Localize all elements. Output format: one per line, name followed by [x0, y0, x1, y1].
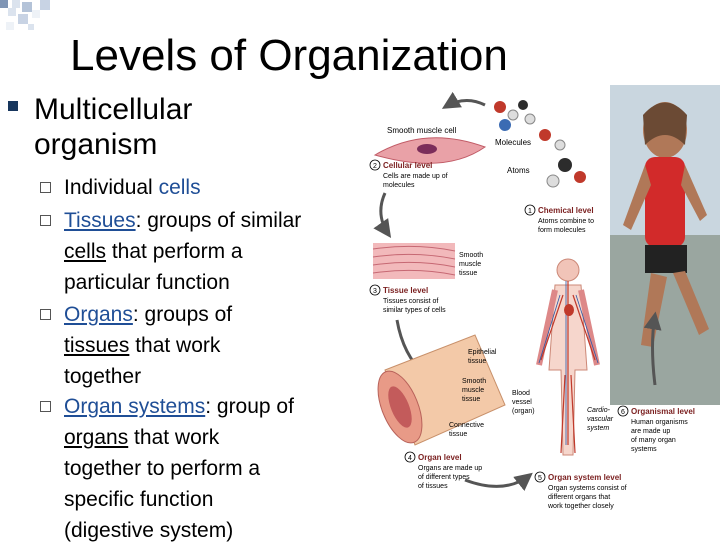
subbullet-cells: Individual cells: [40, 172, 340, 203]
tissue-level-title: Tissue level: [383, 286, 428, 295]
cardiovascular-system-image: [536, 258, 600, 456]
subbullet-text: : groups of similar: [135, 209, 302, 232]
subbullet-text: particular function: [64, 271, 230, 294]
hollow-square-bullet-icon: [40, 215, 51, 226]
subbullet-keyword: Organs: [64, 303, 133, 326]
tissue-level-number: 3: [373, 288, 377, 295]
subbullet-text: that work: [128, 426, 220, 449]
organ-system-level-desc: different organs that: [548, 494, 610, 501]
organismal-level-desc: of many organ: [631, 437, 676, 444]
smooth-muscle-tissue-label: Smooth: [459, 252, 483, 259]
subbullet-text: that work: [129, 334, 221, 357]
chemical-level-desc: form molecules: [538, 227, 586, 234]
corner-decoration: [0, 0, 50, 30]
chemical-level-title: Chemical level: [538, 206, 594, 215]
main-bullet-line1: Multicellular: [34, 93, 193, 126]
organ-level-desc: of tissues: [418, 483, 448, 490]
smooth-muscle-tissue-label: muscle: [459, 261, 481, 268]
cardiovascular-label: system: [587, 425, 609, 432]
organismal-level-desc: systems: [631, 446, 657, 453]
organ-system-level-desc: Organ systems consist of: [548, 485, 627, 492]
epithelial-tissue-label: tissue: [468, 358, 486, 365]
cellular-level-title: Cellular level: [383, 161, 432, 170]
organ-system-level-title: Organ system level: [548, 473, 621, 482]
blood-vessel-label: vessel: [512, 399, 532, 406]
molecules-label: Molecules: [495, 138, 531, 147]
molecules-image: [494, 100, 586, 188]
organ-level-desc: of different types: [418, 474, 470, 481]
cellular-level-number: 2: [373, 163, 377, 170]
blood-vessel-label: (organ): [512, 408, 535, 415]
cellular-level-desc: molecules: [383, 182, 415, 189]
tissue-level-desc: Tissues consist of: [383, 298, 438, 305]
smooth-muscle-tissue-label: Smooth: [462, 378, 486, 385]
subbullet-keyword: cells: [158, 176, 201, 199]
organ-level-number: 4: [408, 455, 412, 462]
main-bullet-line2: organism: [34, 128, 158, 161]
slide-title: Levels of Organization: [70, 31, 508, 80]
smooth-muscle-tissue-label: tissue: [462, 396, 480, 403]
tissue-level-desc: similar types of cells: [383, 307, 446, 314]
cardiovascular-label: Cardio-: [587, 407, 611, 414]
subbullet-organs: Organs: groups of tissues that work toge…: [40, 299, 340, 392]
chemical-level-desc: Atoms combine to: [538, 218, 594, 225]
organismal-level-number: 6: [621, 409, 625, 416]
subbullet-keyword: Organ systems: [64, 395, 206, 418]
subbullet-underlined: cells: [64, 240, 107, 263]
cellular-level-desc: Cells are made up of: [383, 173, 448, 180]
smooth-muscle-tissue-label: tissue: [459, 270, 477, 277]
organization-levels-figure: Smooth muscle cell Molecules Atoms 2 Cel…: [369, 85, 720, 510]
subbullet-text: : groups of: [132, 303, 233, 326]
atoms-label: Atoms: [507, 166, 530, 175]
square-bullet-icon: [8, 101, 18, 111]
organ-level-title: Organ level: [418, 453, 462, 462]
subbullet-text: together to perform a: [64, 457, 261, 480]
organ-level-desc: Organs are made up: [418, 465, 482, 472]
smooth-muscle-cell-image: [373, 137, 487, 164]
subbullet-tissues: Tissues: groups of similar cells that pe…: [40, 205, 340, 298]
subbullet-text: Individual: [64, 176, 159, 199]
connective-tissue-label: tissue: [449, 431, 467, 438]
hollow-square-bullet-icon: [40, 401, 51, 412]
blood-vessel-image: [377, 334, 506, 446]
subbullet-text: : group of: [205, 395, 294, 418]
smooth-muscle-tissue-label: muscle: [462, 387, 484, 394]
subbullet-underlined: tissues: [64, 334, 130, 357]
epithelial-tissue-label: Epithelial: [468, 349, 497, 356]
subbullet-text: together: [64, 365, 142, 388]
blood-vessel-label: Blood: [512, 390, 530, 397]
runner-photo: [610, 85, 720, 405]
organismal-level-title: Organismal level: [631, 407, 695, 416]
smooth-muscle-cell-label: Smooth muscle cell: [387, 126, 457, 135]
hollow-square-bullet-icon: [40, 182, 51, 193]
subbullet-text: specific function: [64, 488, 214, 511]
connective-tissue-label: Connective: [449, 422, 484, 429]
subbullet-text: that perform a: [106, 240, 243, 263]
hollow-square-bullet-icon: [40, 309, 51, 320]
organ-system-level-number: 5: [538, 475, 542, 482]
organ-system-level-desc: work together closely: [547, 503, 614, 510]
cardiovascular-label: vascular: [587, 416, 614, 423]
chemical-level-number: 1: [528, 208, 532, 215]
subbullet-organ-systems: Organ systems: group of organs that work…: [40, 391, 340, 546]
organismal-level-desc: Human organisms: [631, 419, 688, 426]
subbullet-keyword: Tissues: [64, 209, 136, 232]
smooth-muscle-tissue-image: [372, 243, 456, 279]
subbullet-text: (digestive system): [64, 519, 234, 542]
organismal-level-desc: are made up: [631, 428, 670, 435]
subbullet-underlined: organs: [64, 426, 129, 449]
